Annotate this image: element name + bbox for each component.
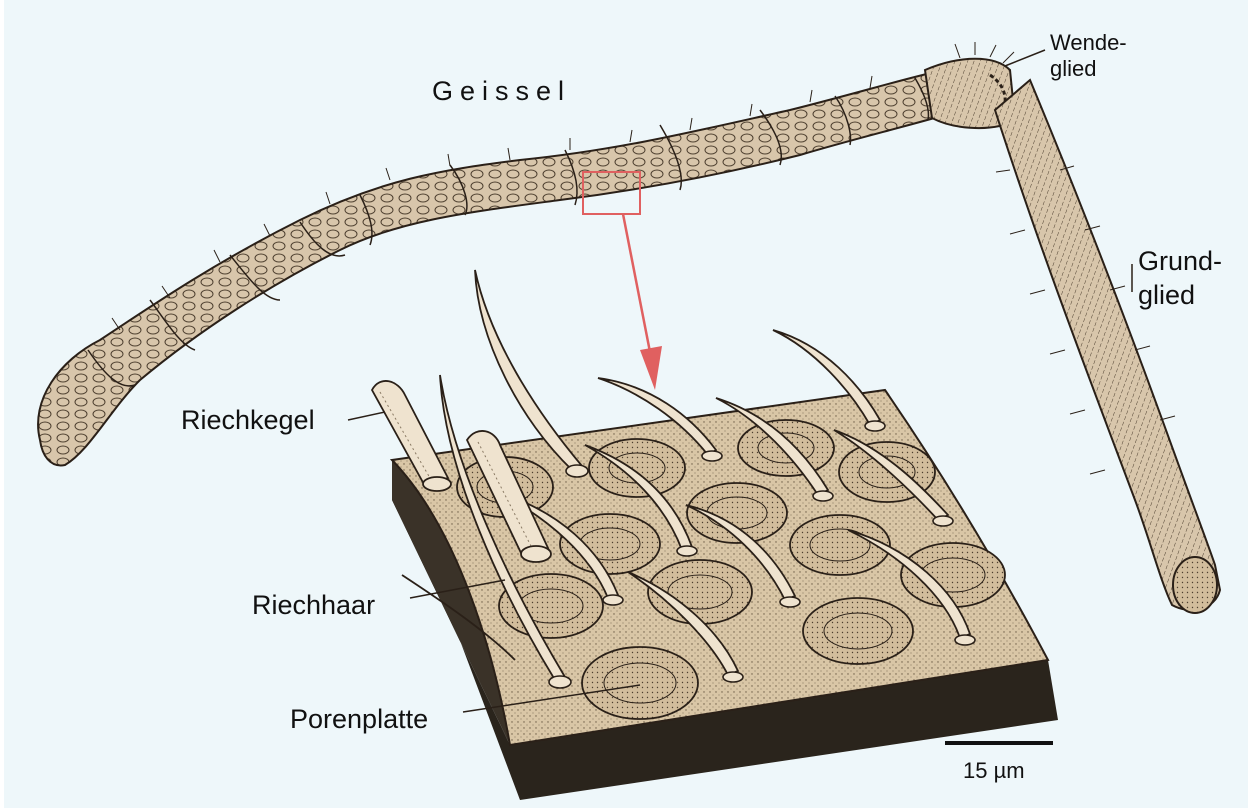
scale-label: 15 µm: [963, 756, 1025, 786]
label-wendeglied: Wende- glied: [1050, 30, 1127, 82]
label-porenplatte: Porenplatte: [290, 704, 428, 734]
label-riechkegel: Riechkegel: [181, 405, 315, 435]
label-geissel: Geissel: [432, 76, 571, 106]
label-riechhaar: Riechhaar: [252, 590, 375, 620]
label-grundglied: Grund- glied: [1138, 244, 1222, 312]
